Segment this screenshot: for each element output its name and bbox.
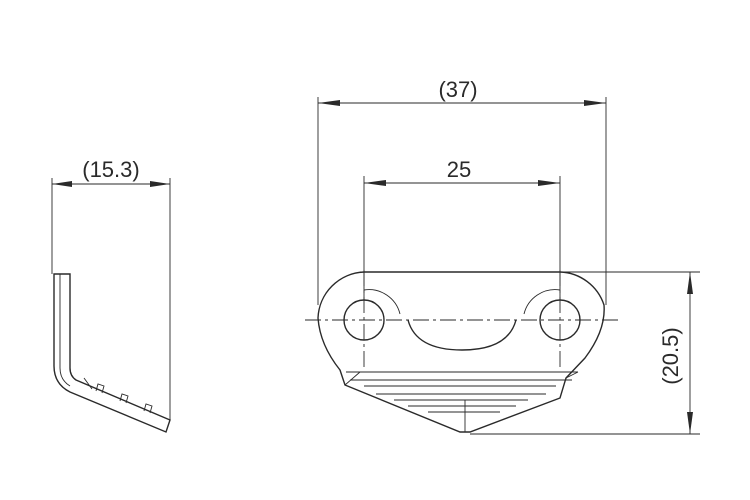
- part-outline: [317, 271, 605, 433]
- overall-width-label: (37): [438, 77, 477, 102]
- bottom-flange: [344, 371, 579, 432]
- flange-corner-lines: [344, 371, 579, 386]
- height-arrow-bottom: [687, 412, 693, 434]
- lug-inner-contour: [363, 289, 561, 315]
- side-bend-line: [59, 367, 71, 387]
- side-tooth-1: [95, 383, 105, 394]
- side-edge-mark: [83, 377, 93, 390]
- side-arrow-left: [52, 181, 72, 187]
- overall-arrow-right: [584, 100, 606, 106]
- overall-arrow-left: [318, 100, 340, 106]
- front-view: (37) 25 (20.5): [305, 77, 700, 435]
- hole-spacing-arrow-right: [538, 180, 560, 186]
- side-width-label: (15.3): [82, 157, 139, 182]
- center-notch: [407, 319, 517, 351]
- side-tooth-3: [143, 403, 153, 414]
- side-view: (15.3): [51, 157, 171, 433]
- height-arrow-top: [687, 272, 693, 294]
- hole-spacing-arrow-left: [364, 180, 386, 186]
- side-profile: [53, 273, 171, 433]
- height-label: (20.5): [658, 327, 683, 384]
- side-tooth-2: [119, 393, 129, 404]
- hole-spacing-label: 25: [447, 157, 471, 182]
- side-arrow-right: [150, 181, 170, 187]
